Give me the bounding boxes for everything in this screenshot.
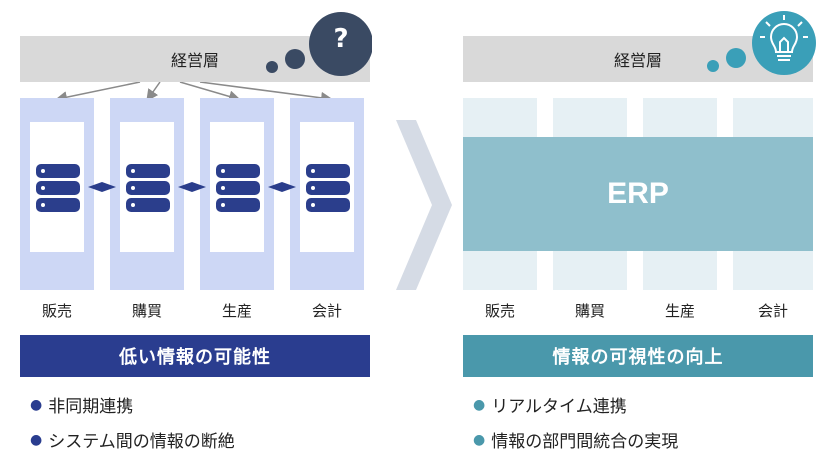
left-dept-production: 生産 <box>221 302 252 320</box>
link-diamond-1 <box>88 182 116 192</box>
server-icon <box>126 164 170 212</box>
left-banner-label: 低い情報の可能性 <box>119 347 271 368</box>
left-dept-purchasing: 購買 <box>131 302 162 320</box>
right-banner: 情報の可視性の向上 <box>463 335 813 377</box>
right-dept-accounting: 会計 <box>757 302 788 320</box>
left-column-accounting <box>290 98 364 290</box>
right-banner-label: 情報の可視性の向上 <box>552 347 724 368</box>
server-icon <box>216 164 260 212</box>
server-links <box>36 164 350 212</box>
right-bullet-1: ● リアルタイム連携 <box>473 396 627 418</box>
link-diamond-3 <box>268 182 296 192</box>
link-diamond-2 <box>178 182 206 192</box>
thought-dot-medium <box>285 49 305 69</box>
left-bullet-2: ● システム間の情報の断絶 <box>30 431 235 453</box>
left-management-label: 経営層 <box>170 51 219 70</box>
left-column-production <box>200 98 274 290</box>
question-icon <box>309 12 373 76</box>
left-dept-accounting: 会計 <box>311 302 342 320</box>
thought-dot-medium <box>726 48 746 68</box>
question-mark: ? <box>333 24 349 54</box>
thought-dot-small <box>707 60 719 72</box>
bullet-dot-icon: ● <box>473 396 486 413</box>
right-management-label: 経営層 <box>613 51 662 70</box>
right-bullet-2: ● 情報の部門間統合の実現 <box>473 431 679 453</box>
erp-band: ERP <box>463 137 813 251</box>
right-dept-sales: 販売 <box>484 302 515 320</box>
server-icon <box>36 164 80 212</box>
management-arrows <box>55 82 333 104</box>
right-dept-purchasing: 購買 <box>574 302 605 320</box>
idea-thought-bubble <box>703 10 821 80</box>
question-thought-bubble: ? <box>262 12 373 80</box>
erp-label: ERP <box>607 177 669 210</box>
bullet-dot-icon: ● <box>473 431 486 448</box>
bullet-dot-icon: ● <box>30 396 43 413</box>
chevron-right-icon <box>396 120 452 290</box>
thought-dot-small <box>266 61 278 73</box>
server-icon <box>306 164 350 212</box>
left-banner: 低い情報の可能性 <box>20 335 370 377</box>
bullet-dot-icon: ● <box>30 431 43 448</box>
right-dept-production: 生産 <box>664 302 695 320</box>
left-dept-sales: 販売 <box>41 302 72 320</box>
lightbulb-icon <box>752 11 816 75</box>
left-bullet-1: ● 非同期連携 <box>30 396 134 418</box>
